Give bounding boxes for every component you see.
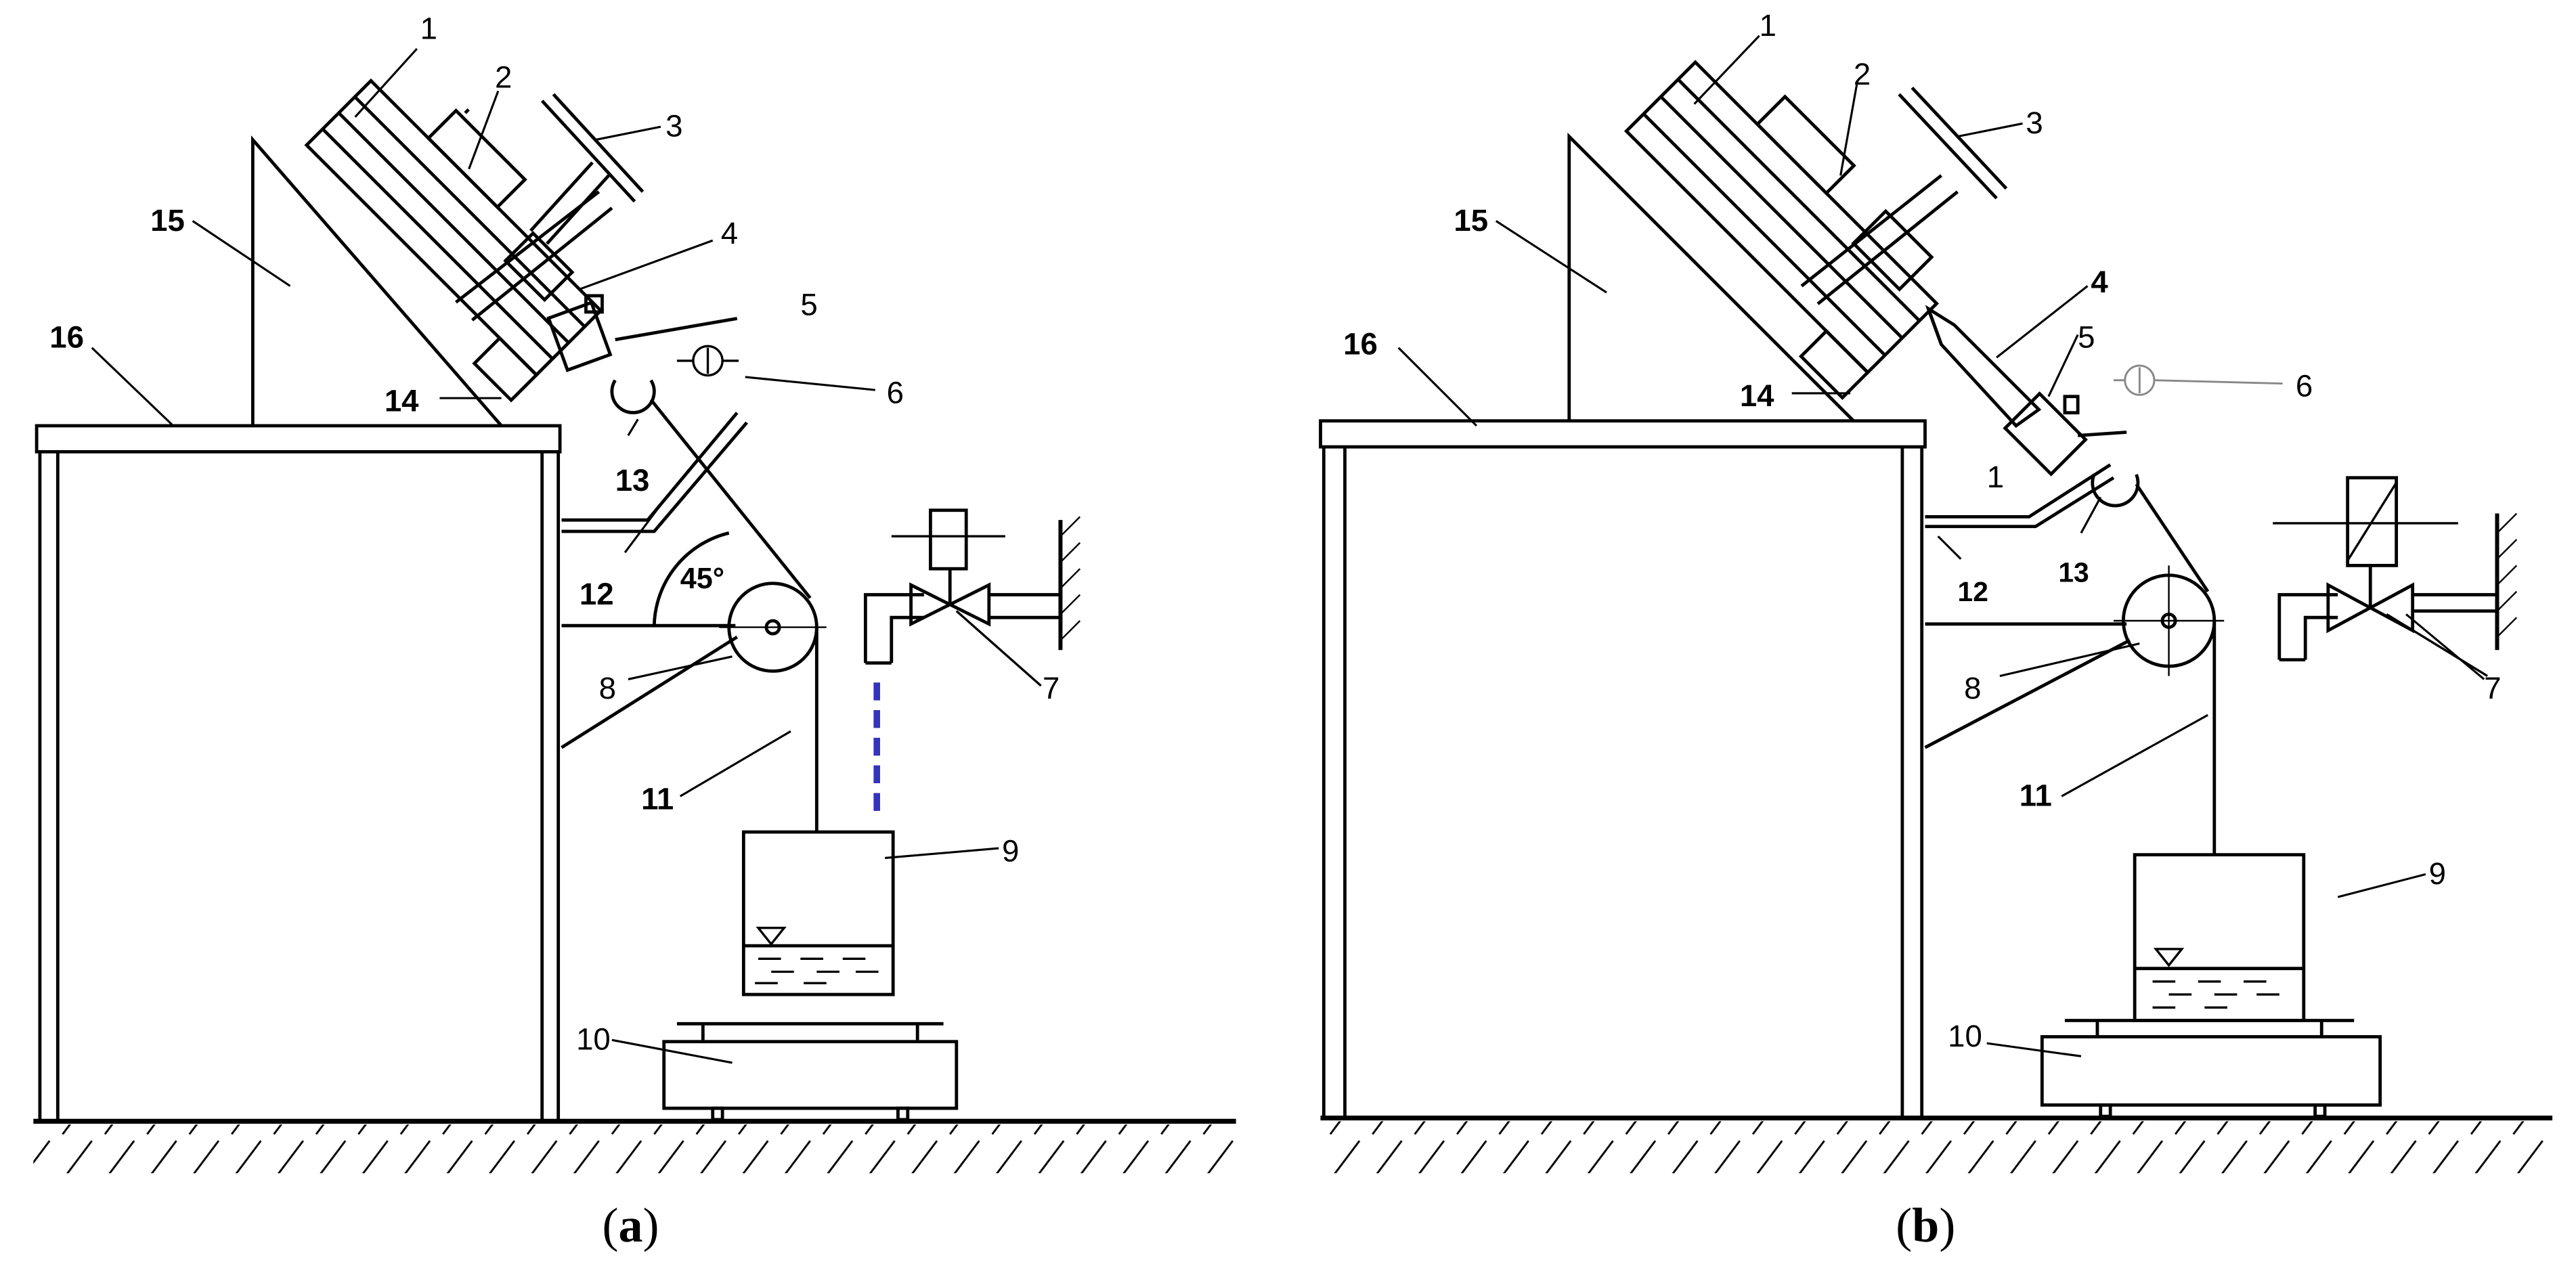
label-3: 3 — [2026, 106, 2043, 140]
label-9: 9 — [2429, 856, 2446, 891]
string-upper — [649, 399, 812, 599]
flow-meter — [2113, 364, 2283, 396]
leader-lines-a — [91, 47, 999, 1064]
diagonal-strut — [1924, 638, 2131, 749]
weighing-scale — [2040, 1019, 2382, 1118]
label-11: 11 — [2020, 778, 2052, 813]
label-13: 13 — [2058, 556, 2089, 588]
angle-label: 45° — [680, 563, 724, 595]
panel-a: 1 2 3 4 5 6 7 8 9 10 11 12 13 14 15 16 4… — [33, 12, 1236, 1252]
angle-plate — [1925, 463, 2112, 519]
plate-assembly — [304, 78, 603, 403]
label-5: 5 — [800, 288, 817, 322]
label-5: 5 — [2078, 320, 2095, 355]
collection-container — [741, 830, 895, 996]
label-8: 8 — [1964, 671, 1981, 705]
label-4: 4 — [721, 216, 738, 250]
label-7: 7 — [1043, 671, 1060, 705]
angle-arc — [652, 531, 730, 626]
label-10: 10 — [1948, 1019, 1982, 1053]
label-14: 14 — [1740, 378, 1774, 413]
label-16: 16 — [49, 320, 84, 355]
support-bracket — [250, 135, 503, 427]
label-1: 1 — [1760, 8, 1776, 43]
leader-lines-b — [1397, 35, 2485, 1057]
labels-a: 1 2 3 4 5 6 7 8 9 10 11 12 13 14 15 16 4… — [49, 12, 1060, 1057]
label-16: 16 — [1343, 326, 1378, 361]
string-upper — [2135, 483, 2210, 593]
label-10: 10 — [576, 1022, 611, 1057]
label-15: 15 — [150, 203, 185, 238]
label-14: 14 — [385, 383, 419, 418]
label-13: 13 — [615, 463, 650, 498]
table — [35, 424, 562, 1122]
wall-hatch — [2496, 512, 2518, 638]
label-11: 11 — [641, 781, 674, 816]
label-6: 6 — [2296, 369, 2313, 403]
plate-assembly — [1623, 60, 1940, 400]
label-6: 6 — [887, 375, 904, 410]
label-15: 15 — [1454, 203, 1488, 238]
label-8: 8 — [599, 671, 616, 705]
angle-plate-inner — [1925, 476, 2115, 529]
hook — [610, 379, 656, 414]
wall-hatch — [1060, 516, 1081, 641]
spray-nozzle — [1925, 305, 2127, 477]
label-1: 1 — [420, 12, 437, 46]
caption-b: (b) — [1896, 1198, 1955, 1252]
water-tap — [863, 508, 1063, 687]
label-3: 3 — [665, 109, 682, 144]
table — [1319, 419, 1927, 1118]
spray-nozzle — [546, 294, 738, 372]
label-7: 7 — [2484, 671, 2501, 705]
ground-hatch — [33, 1124, 1236, 1174]
weighing-scale — [662, 1022, 959, 1122]
flow-meter — [676, 345, 739, 377]
panel-b: 1 2 3 4 5 6 7 8 9 10 11 12 13 14 15 16 1… — [1319, 8, 2553, 1252]
angle-plate-inner — [561, 421, 748, 533]
label-plate-1: 1 — [1987, 460, 2004, 494]
label-9: 9 — [1002, 833, 1019, 868]
collection-container — [2133, 853, 2306, 1022]
label-4: 4 — [2091, 265, 2108, 299]
label-12: 12 — [1958, 576, 1988, 607]
diagonal-strut — [561, 635, 739, 749]
labels-b: 1 2 3 4 5 6 7 8 9 10 11 12 13 14 15 16 1 — [1343, 8, 2502, 1053]
pulley — [2113, 565, 2225, 676]
nozzle-holder — [1800, 86, 2008, 305]
angle-plate — [561, 412, 739, 522]
nozzle-holder — [454, 93, 645, 322]
label-2: 2 — [495, 60, 512, 95]
support-bracket — [1567, 132, 1855, 422]
caption-a: (a) — [602, 1198, 659, 1252]
water-tap — [2273, 476, 2499, 678]
label-2: 2 — [1854, 57, 1871, 91]
label-12: 12 — [580, 577, 614, 611]
ground-hatch — [1320, 1121, 2553, 1174]
